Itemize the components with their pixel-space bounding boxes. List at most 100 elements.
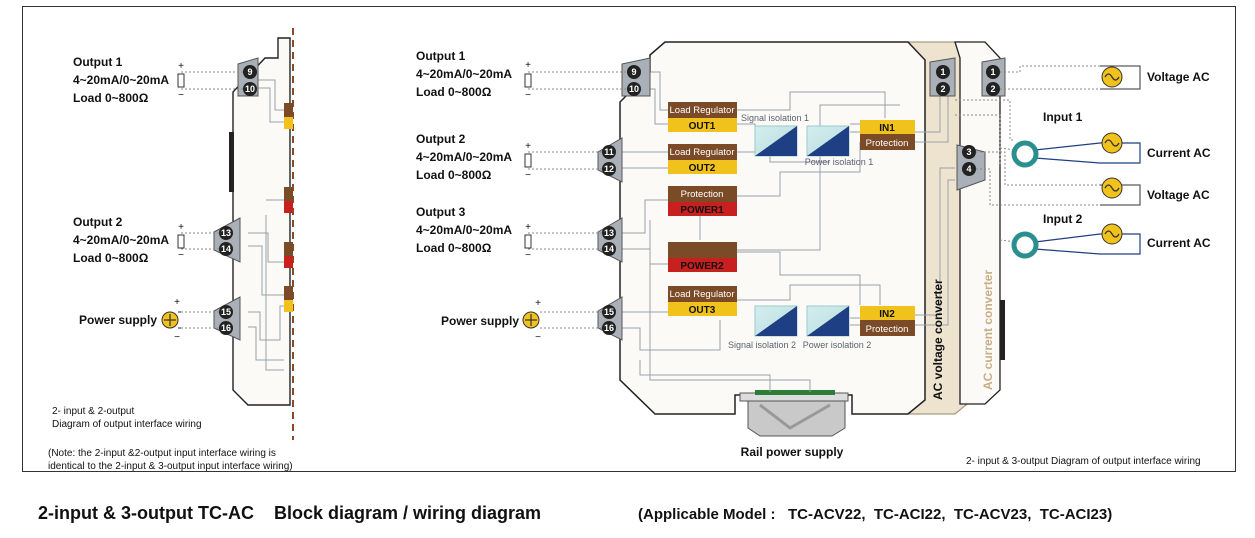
- output2-title: Output 2: [416, 132, 466, 146]
- left-terminal-9[interactable]: 9: [243, 65, 257, 79]
- left-minus-1: −: [178, 90, 184, 101]
- footer-title: 2-input & 3-output TC-AC Block diagram /…: [38, 503, 542, 523]
- left-terminal-13[interactable]: 13: [219, 226, 233, 240]
- ac-voltage-converter-label: AC voltage converter: [931, 279, 945, 400]
- left-output2-title: Output 2: [73, 215, 123, 229]
- input-terminal-2[interactable]: 2: [936, 82, 950, 96]
- input2-label: Input 2: [1043, 212, 1083, 226]
- svg-text:Protection: Protection: [681, 189, 724, 200]
- left-output1-range: 4~20mA/0~20mA: [73, 73, 169, 87]
- svg-text:1: 1: [940, 67, 945, 77]
- signal-isolation-1-label: Signal isolation 1: [741, 113, 809, 123]
- terminal-13[interactable]: 13: [602, 226, 616, 240]
- svg-text:IN1: IN1: [879, 123, 895, 134]
- current-ac-label-2: Current AC: [1147, 236, 1211, 250]
- input-external-wires: [955, 65, 1100, 206]
- input-terminal-3[interactable]: 3: [962, 145, 976, 159]
- outer-terminal-1[interactable]: 1: [986, 65, 1000, 79]
- svg-text:14: 14: [604, 244, 614, 254]
- svg-text:10: 10: [245, 84, 255, 94]
- left-terminal-15[interactable]: 15: [219, 305, 233, 319]
- svg-text:11: 11: [604, 147, 614, 157]
- svg-text:15: 15: [604, 307, 614, 317]
- applicable-models: (Applicable Model : TC-ACV22, TC-ACI22, …: [638, 506, 1113, 523]
- output3-title: Output 3: [416, 205, 466, 219]
- input-terminal-1[interactable]: 1: [936, 65, 950, 79]
- terminal-11[interactable]: 11: [602, 145, 616, 159]
- left-terminal-14[interactable]: 14: [219, 242, 233, 256]
- svg-text:2: 2: [940, 84, 945, 94]
- terminal-15[interactable]: 15: [602, 305, 616, 319]
- power1-block: Protection POWER1: [668, 186, 737, 216]
- svg-text:Load Regulator: Load Regulator: [670, 105, 735, 116]
- current-ac-label-1: Current AC: [1147, 146, 1211, 160]
- left-output2-load: Load 0~800Ω: [73, 251, 149, 265]
- footer: 2-input & 3-output TC-AC Block diagram /…: [38, 503, 1248, 533]
- current-transformer-1-icon: [1011, 140, 1039, 168]
- left-internal-traces: [248, 79, 284, 371]
- svg-text:14: 14: [221, 244, 231, 254]
- power-isolation-2-block: [806, 305, 850, 337]
- voltage-ac-label-2: Voltage AC: [1147, 188, 1210, 202]
- input-module-body: [954, 41, 1001, 405]
- svg-text:Load Regulator: Load Regulator: [670, 147, 735, 158]
- terminal-12[interactable]: 12: [602, 162, 616, 176]
- terminal-10[interactable]: 10: [627, 82, 641, 96]
- ac-source-voltage-2-icon: [1101, 177, 1123, 199]
- signal-isolation-1-block: [754, 125, 798, 157]
- svg-text:9: 9: [247, 67, 252, 77]
- left-output1-title: Output 1: [73, 55, 123, 69]
- left-block-brown-1: [284, 103, 293, 117]
- left-block-yellow-2: [284, 300, 293, 312]
- svg-text:16: 16: [221, 323, 231, 333]
- ac-source-voltage-1-icon: [1101, 66, 1123, 88]
- output3-range: 4~20mA/0~20mA: [416, 223, 512, 237]
- power-supply-icon: [522, 311, 540, 329]
- output2-range: 4~20mA/0~20mA: [416, 150, 512, 164]
- output3-load: Load 0~800Ω: [416, 241, 492, 255]
- left-plus-1: +: [178, 61, 184, 72]
- svg-text:2: 2: [990, 84, 995, 94]
- output1-title: Output 1: [416, 49, 466, 63]
- svg-text:3: 3: [966, 147, 971, 157]
- right-caption: 2- input & 3-output Diagram of output in…: [966, 456, 1201, 467]
- left-caption-line1: 2- input & 2-output: [52, 406, 134, 417]
- load-1: [524, 73, 532, 88]
- left-load-2: [177, 234, 185, 249]
- wiring-diagram: 9 10 13 14 15 16 + − + − + − Output 1 4~…: [48, 28, 1211, 472]
- svg-text:4: 4: [966, 164, 971, 174]
- right-panel: Load Regulator OUT1 Load Regulator OUT2 …: [416, 41, 1211, 467]
- terminal-16[interactable]: 16: [602, 321, 616, 335]
- svg-text:−: −: [525, 90, 531, 101]
- svg-text:Protection: Protection: [866, 324, 909, 335]
- main-module-body: [619, 41, 926, 415]
- svg-text:OUT1: OUT1: [689, 121, 716, 132]
- svg-text:−: −: [535, 332, 541, 343]
- left-note-line1: (Note: the 2-input &2-output input inter…: [48, 448, 276, 459]
- out2-block: Load Regulator OUT2: [668, 144, 737, 174]
- power2-block: POWER2: [668, 242, 737, 272]
- current-transformer-2-icon: [1011, 231, 1039, 259]
- svg-text:−: −: [174, 332, 180, 343]
- svg-text:16: 16: [604, 323, 614, 333]
- left-terminal-10[interactable]: 10: [243, 82, 257, 96]
- svg-text:13: 13: [221, 228, 231, 238]
- power-isolation-2-label: Power isolation 2: [803, 340, 872, 350]
- input-terminal-4[interactable]: 4: [962, 162, 976, 176]
- terminal-9[interactable]: 9: [627, 65, 641, 79]
- svg-text:10: 10: [629, 84, 639, 94]
- signal-isolation-2-block: [754, 305, 798, 337]
- left-block-red-2: [284, 256, 293, 268]
- svg-text:+: +: [535, 298, 541, 309]
- outer-terminal-2[interactable]: 2: [986, 82, 1000, 96]
- terminal-14[interactable]: 14: [602, 242, 616, 256]
- left-module-side-bar: [229, 132, 234, 192]
- left-terminal-16[interactable]: 16: [219, 321, 233, 335]
- ac-source-current-1-icon: [1101, 132, 1123, 154]
- input1-label: Input 1: [1043, 110, 1083, 124]
- svg-text:−: −: [525, 250, 531, 261]
- input-module-side-bar: [1000, 300, 1005, 360]
- left-load-1: [177, 73, 185, 88]
- rail-clip: [739, 390, 849, 437]
- left-block-brown-2: [284, 187, 293, 201]
